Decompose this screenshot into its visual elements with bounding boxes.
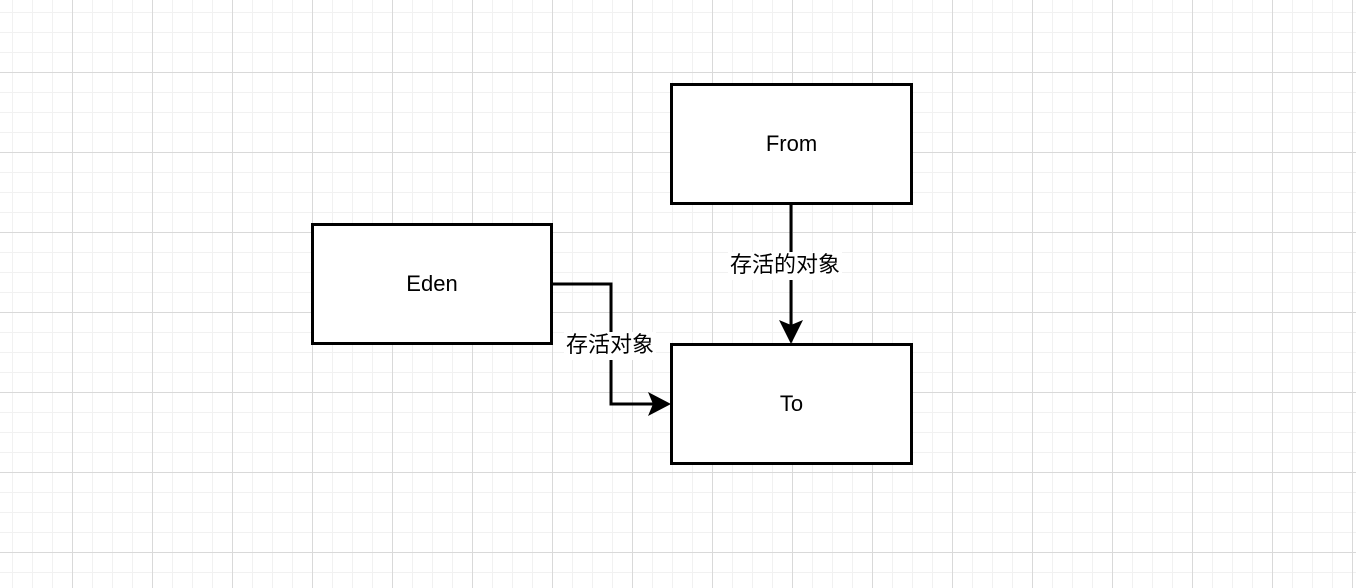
node-eden[interactable]: Eden [311, 223, 553, 345]
edge-label-from-to[interactable]: 存活的对象 [728, 252, 843, 280]
node-eden-label: Eden [406, 271, 458, 296]
node-from-label: From [765, 131, 818, 156]
edge-label-eden-to[interactable]: 存活对象 [564, 332, 657, 360]
node-from[interactable]: From [670, 83, 913, 205]
node-to-label: To [779, 391, 804, 416]
node-to[interactable]: To [670, 343, 913, 465]
arrowhead-icon [779, 320, 803, 344]
arrowhead-icon [648, 392, 671, 416]
